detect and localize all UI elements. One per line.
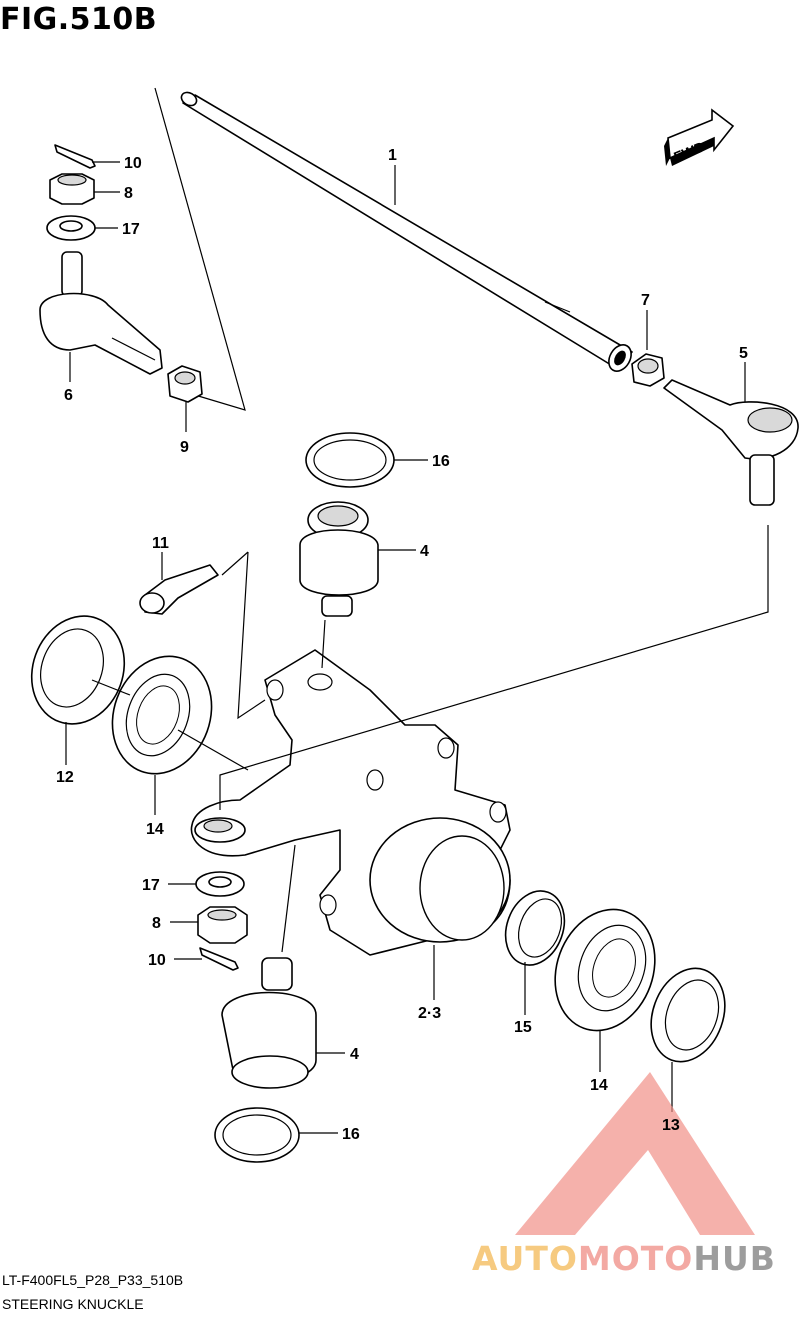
callout-10-lower: 10	[148, 952, 166, 969]
callout-14-lower: 14	[590, 1077, 608, 1094]
callout-16-upper: 16	[432, 453, 450, 470]
footer-diagram-code: LT-F400FL5_P28_P33_510B	[2, 1272, 184, 1288]
watermark-auto: AUTO	[472, 1239, 578, 1278]
tie-rod-end-right-part	[663, 379, 799, 506]
callout-8-lower: 8	[152, 915, 161, 932]
circlip-lower-part	[214, 1107, 300, 1163]
ball-joint-upper-part	[299, 501, 379, 617]
footer-diagram-name: STEERING KNUCKLE	[2, 1296, 144, 1312]
callout-17-upper: 17	[122, 221, 140, 238]
callout-13: 13	[662, 1117, 680, 1134]
callout-2-3: 2·3	[418, 1005, 441, 1022]
callout-10-upper: 10	[124, 155, 142, 172]
castle-nut-upper-part	[49, 173, 95, 205]
callout-7: 7	[641, 292, 650, 309]
bolt-part	[139, 564, 219, 615]
oil-seal-right-part	[650, 967, 726, 1063]
callout-1: 1	[388, 147, 397, 164]
callout-4-upper: 4	[420, 543, 429, 560]
callout-16-lower: 16	[342, 1126, 360, 1143]
automotohub-watermark: AUTOMOTOHUB	[472, 1072, 776, 1278]
washer-upper-part	[46, 215, 96, 241]
callout-5: 5	[739, 345, 748, 362]
assembly-guide-lines	[91, 525, 769, 953]
watermark-moto: MOTO	[578, 1239, 693, 1278]
steering-knuckle-part	[190, 649, 511, 956]
callout-labels: 1 10 8 17 6 9 7 5 16 4 11 12 14 17 8 10 …	[56, 147, 748, 1143]
washer-lower-part	[195, 871, 245, 897]
tie-rod-end-left-part	[39, 251, 163, 375]
callout-11: 11	[152, 535, 169, 552]
castle-nut-lower-part	[197, 906, 248, 944]
watermark-hub: HUB	[693, 1239, 776, 1278]
callout-15: 15	[514, 1019, 532, 1036]
cotter-pin-lower-part	[199, 947, 239, 971]
callout-17-lower: 17	[142, 877, 160, 894]
cotter-pin-upper-part	[54, 144, 96, 169]
circlip-upper-part	[305, 432, 395, 488]
callout-4-lower: 4	[350, 1046, 359, 1063]
svg-text:AUTOMOTOHUB: AUTOMOTOHUB	[472, 1239, 776, 1278]
bearing-left-part	[111, 655, 213, 775]
bearing-right-part	[554, 908, 656, 1032]
fwd-arrow-icon: FWD	[664, 108, 735, 166]
ball-joint-lower-part	[221, 957, 317, 1089]
callout-leaders	[65, 161, 746, 1134]
callout-12: 12	[56, 769, 74, 786]
tie-rod-part	[180, 91, 633, 372]
callout-9: 9	[180, 439, 189, 456]
lock-nut-right-part	[631, 353, 665, 387]
callout-14-upper: 14	[146, 821, 164, 838]
lock-nut-left-part	[167, 365, 203, 403]
callout-8-upper: 8	[124, 185, 133, 202]
watermark-triangle-icon	[515, 1072, 755, 1235]
figure-title: FIG.510B	[0, 2, 158, 37]
callout-6: 6	[64, 387, 73, 404]
oil-seal-left-part	[30, 615, 126, 725]
spacer-part	[504, 890, 566, 966]
